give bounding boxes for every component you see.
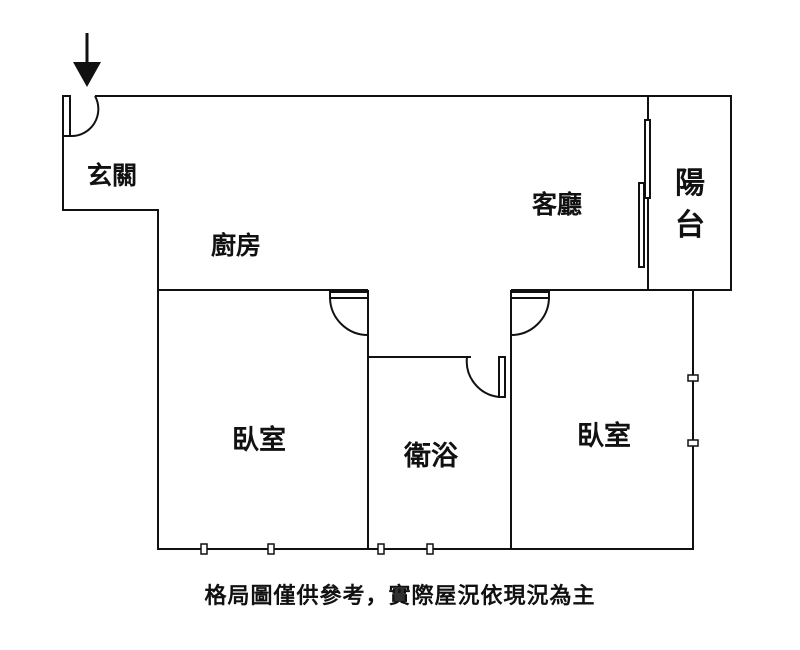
label-balcony-2: 台 — [675, 208, 705, 243]
label-balcony-1: 陽 — [675, 166, 705, 201]
label-living-room: 客廳 — [532, 190, 582, 219]
arrow-down-icon — [73, 33, 101, 87]
right-windows — [687, 374, 699, 447]
label-bedroom-left: 臥室 — [232, 424, 286, 456]
bedroom-right-door — [510, 291, 550, 336]
outer-walls — [62, 95, 732, 550]
balcony-partition — [638, 96, 651, 290]
interior-walls — [158, 289, 693, 549]
label-bathroom: 衛浴 — [403, 440, 459, 472]
bedroom-left-door — [329, 291, 369, 336]
entrance-door — [62, 95, 100, 138]
bathroom-door — [465, 356, 506, 398]
disclaimer-caption: 格局圖僅供參考，實際屋況依現況為主 — [204, 584, 596, 609]
label-bedroom-right: 臥室 — [577, 420, 631, 452]
label-kitchen: 廚房 — [211, 231, 261, 260]
label-entrance: 玄關 — [87, 161, 137, 190]
bottom-windows — [200, 543, 434, 555]
